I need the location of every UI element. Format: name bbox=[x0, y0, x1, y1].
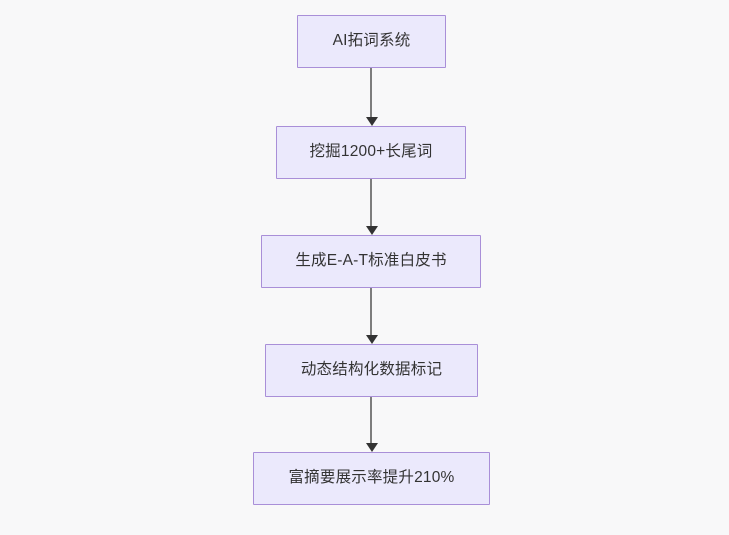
connector-line bbox=[370, 288, 372, 336]
arrowhead-icon bbox=[366, 335, 378, 344]
connector-line bbox=[370, 68, 372, 118]
connector-line bbox=[370, 396, 372, 444]
flow-node-generate-eat-whitepaper[interactable]: 生成E-A-T标准白皮书 bbox=[261, 235, 481, 288]
flow-node-dynamic-structured-data-markup[interactable]: 动态结构化数据标记 bbox=[265, 344, 478, 397]
arrowhead-icon bbox=[366, 226, 378, 235]
arrowhead-icon bbox=[366, 117, 378, 126]
flow-node-label: AI拓词系统 bbox=[332, 32, 411, 50]
flow-node-ai-keyword-system[interactable]: AI拓词系统 bbox=[297, 15, 446, 68]
flow-node-label: 动态结构化数据标记 bbox=[300, 361, 443, 379]
flow-node-label: 生成E-A-T标准白皮书 bbox=[295, 252, 447, 270]
flow-node-rich-snippet-rate-increase[interactable]: 富摘要展示率提升210% bbox=[253, 452, 490, 505]
flow-node-label: 挖掘1200+长尾词 bbox=[309, 143, 433, 161]
flow-node-label: 富摘要展示率提升210% bbox=[288, 469, 455, 487]
connector-line bbox=[370, 179, 372, 227]
arrowhead-icon bbox=[366, 443, 378, 452]
flow-node-mine-longtail-keywords[interactable]: 挖掘1200+长尾词 bbox=[276, 126, 466, 179]
